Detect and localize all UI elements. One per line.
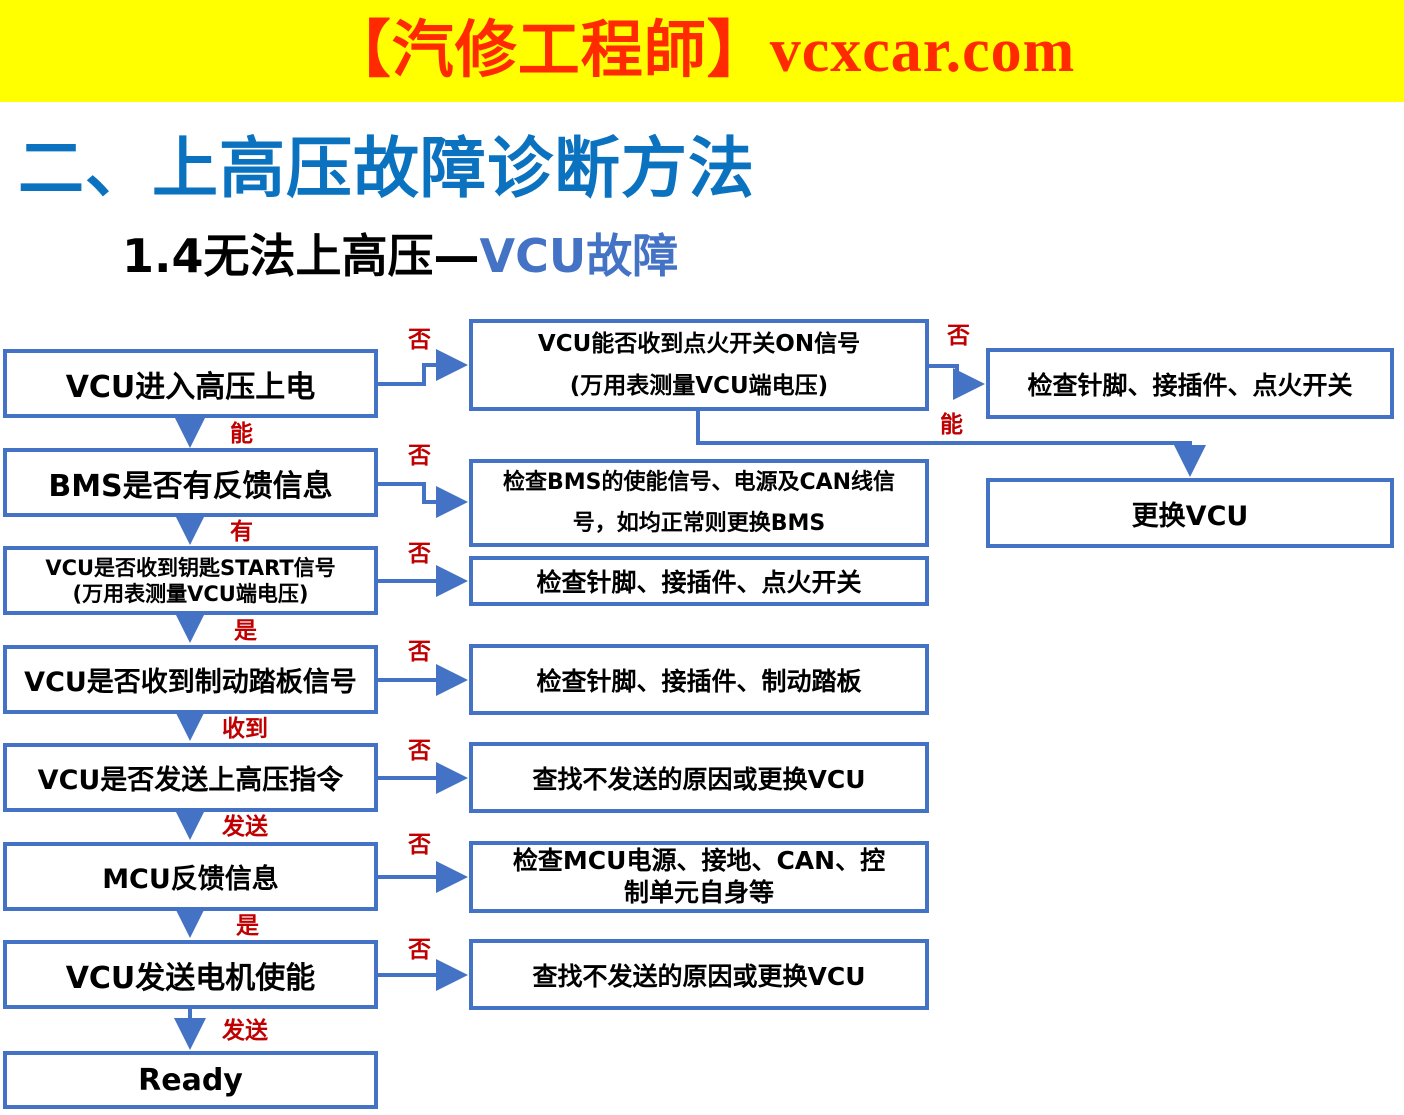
step-mcu-feedback: MCU反馈信息 [3,842,378,911]
yes-label: 有 [230,519,253,545]
step-brake-signal: VCU是否收到制动踏板信号 [3,645,378,714]
branch-text: 检查针脚、接插件、制动踏板 [536,666,862,696]
yes-label: 是 [234,618,257,644]
branch-text: 检查MCU电源、接地、CAN、控 [512,846,886,875]
step-text: MCU反馈信息 [102,864,279,895]
no-label: 否 [408,639,431,665]
replace-vcu: 更换VCU [986,478,1394,548]
step-text: (万用表测量VCU端电压) [72,581,309,606]
find-cause-replace-vcu: 查找不发送的原因或更换VCU [469,742,929,813]
section-subtitle: 1.4无法上高压—VCU故障 [122,224,678,288]
check-pins-brake-pedal: 检查针脚、接插件、制动踏板 [469,644,929,715]
step-motor-enable: VCU发送电机使能 [3,940,378,1009]
banner-text: 【汽修工程師】vcxcar.com [328,17,1076,85]
no-arrows [377,349,1206,991]
ignition-yes-label: 能 [940,412,963,438]
check-bms-signals: 检查BMS的使能信号、电源及CAN线信 号，如均正常则更换BMS [469,459,929,547]
yes-label: 发送 [222,814,268,840]
find-cause-replace-vcu-2: 查找不发送的原因或更换VCU [469,939,929,1010]
no-label: 否 [408,738,431,764]
step-vcu-hv-power-on: VCU进入高压上电 [3,349,378,418]
branch-text: 检查BMS的使能信号、电源及CAN线信 [502,470,896,495]
page-title: 二、上高压故障诊断方法 [18,130,755,207]
step-text: VCU是否收到钥匙START信号 [45,555,336,580]
check-ignition-on-signal: VCU能否收到点火开关ON信号 (万用表测量VCU端电压) [469,319,929,411]
no-label: 否 [408,327,431,353]
step-text: VCU进入高压上电 [65,369,316,405]
subtitle-accent: VCU故障 [479,229,679,283]
yes-label: 发送 [222,1018,268,1044]
step-text: Ready [138,1062,243,1098]
ignition-no-label: 否 [947,323,970,349]
branch-text: 检查针脚、接插件、点火开关 [536,568,862,597]
branch-text: 检查针脚、接插件、点火开关 [1027,370,1353,400]
step-text: BMS是否有反馈信息 [48,468,333,504]
yes-label: 是 [236,913,259,939]
step-text: VCU发送电机使能 [65,960,316,996]
branch-text: 更换VCU [1131,500,1249,532]
check-pins-ignition-switch-right: 检查针脚、接插件、点火开关 [986,348,1394,419]
no-label: 否 [408,937,431,963]
check-pins-ignition-switch: 检查针脚、接插件、点火开关 [469,556,929,606]
branch-text: 制单元自身等 [623,878,774,907]
step-hv-command: VCU是否发送上高压指令 [3,743,378,812]
step-start-signal: VCU是否收到钥匙START信号 (万用表测量VCU端电压) [3,546,378,615]
branch-text: 号，如均正常则更换BMS [572,511,826,536]
step-ready: Ready [3,1051,378,1109]
step-text: VCU是否收到制动踏板信号 [24,667,357,698]
branch-text: 查找不发送的原因或更换VCU [532,961,866,991]
yes-label: 收到 [222,716,268,742]
branch-text: 查找不发送的原因或更换VCU [532,764,866,794]
site-banner: 【汽修工程師】vcxcar.com [0,0,1404,102]
branch-text: VCU能否收到点火开关ON信号 [537,331,861,357]
no-label: 否 [408,541,431,567]
branch-text: (万用表测量VCU端电压) [569,373,829,399]
no-label: 否 [408,832,431,858]
step-bms-feedback: BMS是否有反馈信息 [3,448,378,517]
subtitle-prefix: 1.4无法上高压— [122,229,480,283]
step-text: VCU是否发送上高压指令 [37,765,344,796]
yes-label: 能 [230,421,253,447]
check-mcu-power-ground-can: 检查MCU电源、接地、CAN、控 制单元自身等 [469,841,929,913]
no-label: 否 [408,443,431,469]
